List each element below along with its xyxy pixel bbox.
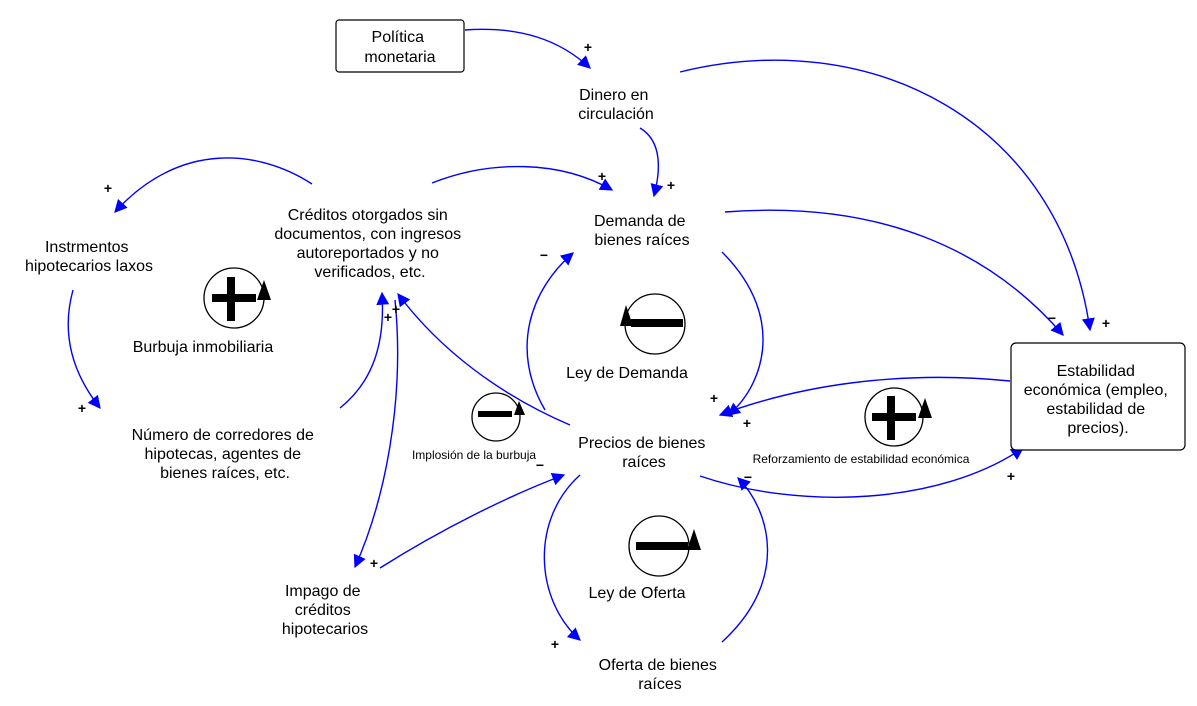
link-demanda-precios [721,251,764,416]
corredores-line-2: hipotecas, agentes de [144,446,301,463]
node-demanda-bienes-raices[interactable]: Demanda de bienes raíces [594,213,690,249]
creditos-line-2: documentos, con ingresos [274,226,461,243]
polarity-demanda-precios: + [710,390,718,406]
instrumentos-line-1: Instrmentos [45,239,129,256]
impago-line-1: Impago de [285,583,361,600]
precios-line-1: Precios de bienes [578,435,705,452]
balancing-loop-icon [628,515,701,577]
loop-implosion-burbuja: Implosión de la burbuja [412,392,536,462]
politica-box [335,19,465,73]
link-corredores-creditos [339,291,390,409]
estabilidad-line-3: estabilidad de [1046,401,1145,418]
politica-line-2: monetaria [364,49,435,66]
link-dinero-estabilidad [679,59,1095,332]
estabilidad-line-2: económica (empleo, [1024,382,1168,399]
dinero-line-2: circulación [578,106,654,123]
reinforcing-loop-icon [864,387,932,447]
demanda-line-1: Demanda de [594,213,686,230]
impago-line-3: hipotecarios [282,621,368,638]
node-numero-corredores[interactable]: Número de corredores de hipotecas, agent… [132,427,319,482]
polarity-signs: + + + + + + + − + − + − + + + + − [78,39,1110,652]
polarity-corredores-creditos: + [384,309,392,325]
link-demanda-estabilidad [724,209,1064,336]
polarity-demanda-estabilidad: − [1048,310,1056,326]
polarity-dinero-estabilidad: + [1102,315,1110,331]
node-creditos-otorgados[interactable]: Créditos otorgados sin documentos, con i… [274,207,465,281]
link-precios-demanda [526,252,574,411]
node-oferta-bienes-raices[interactable]: Oferta de bienes raíces [599,657,722,693]
node-instrumentos-hipotecarios[interactable]: Instrmentos hipotecarios laxos [25,239,153,275]
impago-line-2: créditos [295,602,351,619]
svg-text:Estabilidad económica (e: Estabilidad económica (empleo, estabilid… [1024,363,1173,437]
link-creditos-instrumentos [114,157,313,213]
oferta-line-1: Oferta de bienes [599,657,717,674]
loop-ley-de-demanda: Ley de Demanda [566,293,688,382]
balancing-loop-icon [620,293,686,355]
corredores-line-1: Número de corredores de [132,427,314,444]
loop-burbuja-label: Burbuja inmobiliaria [133,339,274,356]
balancing-loop-icon [471,392,525,442]
reinforcing-loop-icon [203,267,271,329]
estabilidad-box [1010,342,1186,451]
polarity-dinero-demanda: + [667,177,675,193]
polarity-creditos-impago: + [370,555,378,571]
demanda-line-2: bienes raíces [594,232,689,249]
precios-line-2: raíces [622,454,666,471]
polarity-precios-oferta: + [551,636,559,652]
link-precios-oferta [543,474,581,641]
estabilidad-line-1: Estabilidad [1057,363,1135,380]
corredores-line-3: bienes raíces, etc. [160,465,290,482]
link-politica-dinero [464,28,591,69]
loop-reforzamiento-estabilidad: Reforzamiento de estabilidad económica [753,387,970,466]
link-estabilidad-precios [718,376,1011,417]
loop-oferta-label: Ley de Oferta [589,585,686,602]
links [67,28,1095,643]
creditos-line-3: autoreportados y no [297,245,439,262]
svg-text:Política monetaria: Política monetaria [364,29,435,66]
link-instrumentos-corredores [67,289,101,410]
polarity-precios-estabilidad: + [1007,468,1015,484]
link-creditos-demanda [431,165,614,191]
link-creditos-impago [353,299,399,569]
loop-reforzamiento-label: Reforzamiento de estabilidad económica [753,452,970,466]
link-oferta-precios [721,477,769,643]
polarity-precios-creditos: + [392,301,400,317]
link-dinero-demanda [639,127,664,198]
node-impago-creditos[interactable]: Impago de créditos hipotecarios [282,583,368,638]
creditos-line-4: verificados, etc. [314,264,425,281]
polarity-instrumentos-corredores: + [78,400,86,416]
creditos-line-1: Créditos otorgados sin [288,207,448,224]
politica-line-1: Política [372,29,425,46]
polarity-oferta-precios: − [744,469,752,485]
node-dinero-en-circulacion[interactable]: Dinero en circulación [578,87,654,123]
dinero-line-1: Dinero en [579,87,648,104]
link-precios-creditos [397,292,571,426]
loop-ley-de-oferta: Ley de Oferta [589,515,701,602]
polarity-creditos-instrumentos: + [104,180,112,196]
polarity-precios-demanda: − [540,247,548,263]
polarity-estabilidad-precios: + [743,415,751,431]
estabilidad-line-4: precios). [1067,420,1128,437]
loop-burbuja-inmobiliaria: Burbuja inmobiliaria [133,267,274,356]
node-estabilidad-economica[interactable]: Estabilidad económica (empleo, estabilid… [1010,342,1186,451]
node-politica-monetaria[interactable]: Política monetaria [335,19,465,73]
oferta-line-2: raíces [638,676,682,693]
instrumentos-line-2: hipotecarios laxos [25,258,153,275]
loop-demanda-label: Ley de Demanda [566,365,688,382]
node-precios-bienes-raices[interactable]: Precios de bienes raíces [578,435,710,471]
polarity-impago-precios: − [536,457,544,473]
polarity-creditos-demanda: + [598,168,606,184]
polarity-politica-dinero: + [584,39,592,55]
loop-implosion-label: Implosión de la burbuja [412,448,536,462]
link-impago-precios [379,472,566,569]
